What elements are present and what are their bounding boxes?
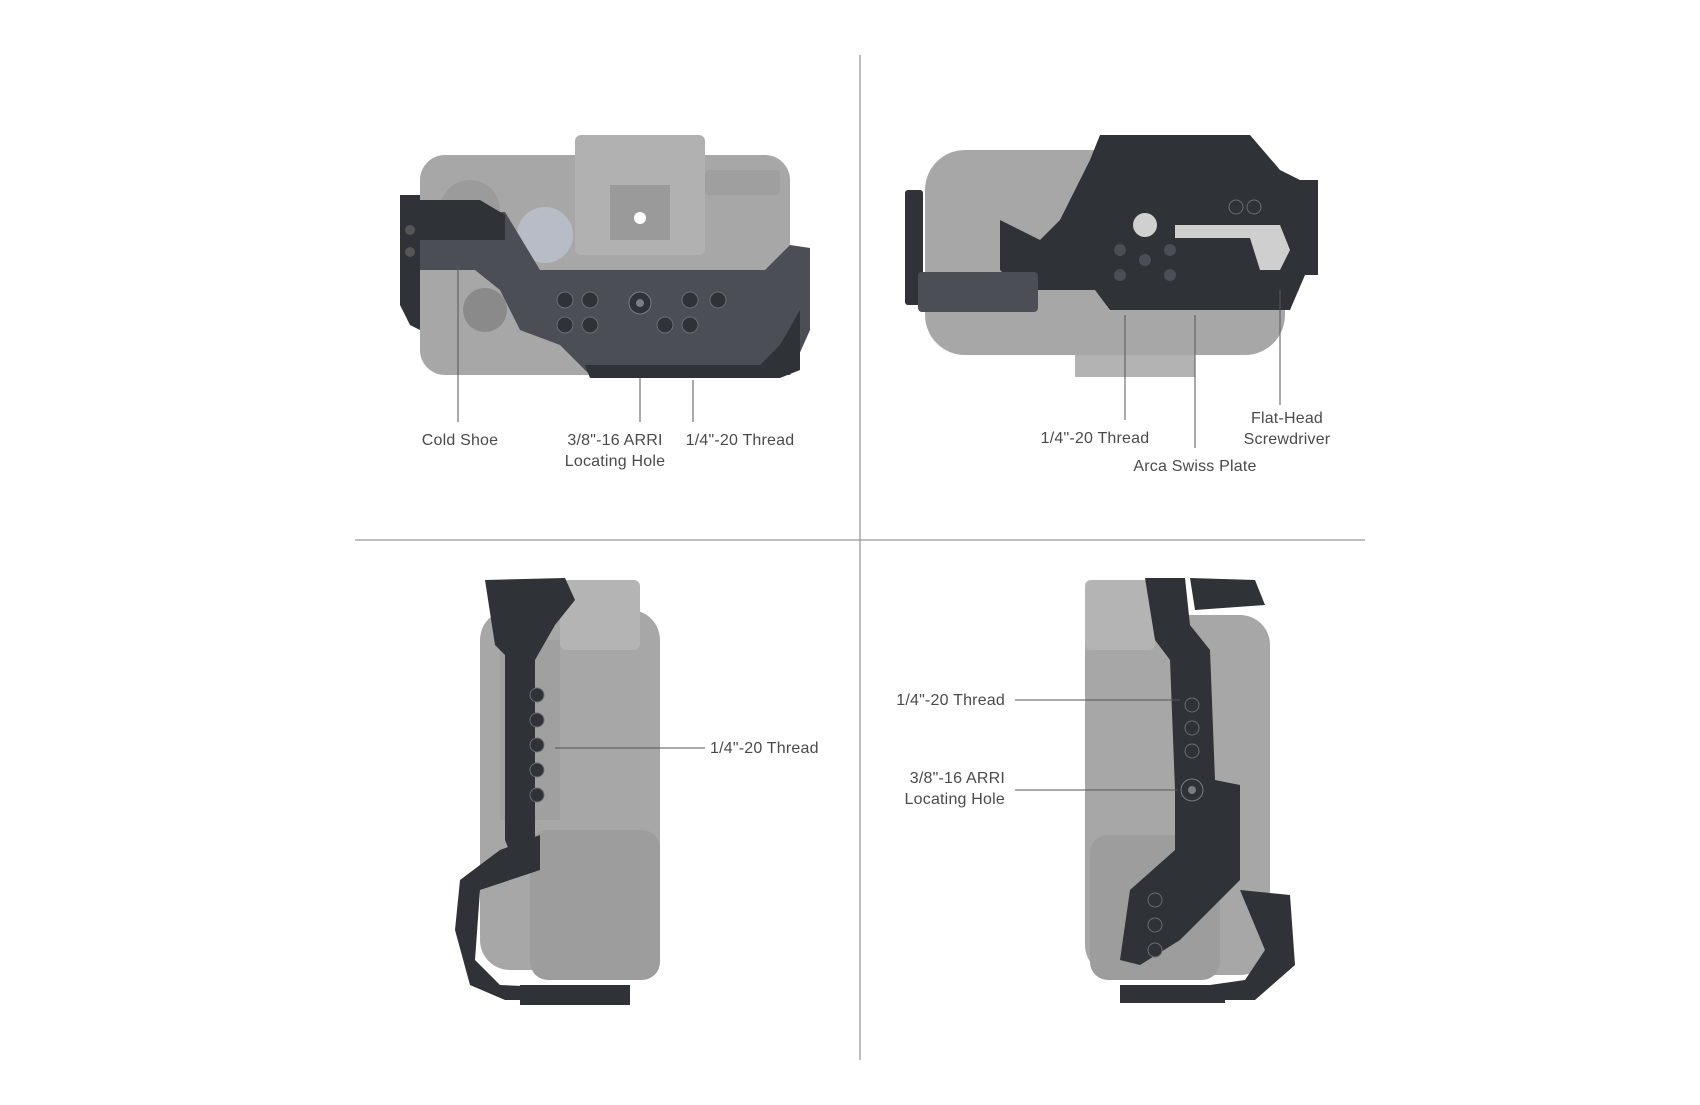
callout-cold-shoe: Cold Shoe — [421, 432, 499, 449]
callout-thread-bottom-right: 1/4"-20 Thread — [896, 692, 1005, 709]
callout-thread-bottom-left: 1/4"-20 Thread — [710, 740, 819, 757]
bottom-left-view — [455, 578, 705, 1005]
top-right-view — [905, 135, 1318, 448]
callout-flat-head-screwdriver: Flat-Head Screwdriver — [1243, 410, 1331, 448]
top-left-view — [400, 135, 810, 422]
bottom-right-view — [1015, 578, 1295, 1003]
bottom-left-cage — [455, 578, 630, 1005]
callout-arri-locating-hole-top: 3/8"-16 ARRI Locating Hole — [564, 432, 666, 470]
bottom-right-leader-lines — [1015, 699, 1180, 791]
top-left-cage — [400, 195, 810, 378]
top-left-leader-lines — [457, 265, 694, 422]
bottom-right-cage — [1120, 578, 1295, 1003]
top-right-cage — [905, 135, 1318, 312]
callout-thread-top-left: 1/4"-20 Thread — [685, 432, 795, 449]
top-right-leader-lines — [1124, 290, 1281, 448]
callout-thread-top-right: 1/4"-20 Thread — [1040, 430, 1150, 447]
callout-arca-swiss-plate: Arca Swiss Plate — [1133, 458, 1257, 475]
callout-arri-locating-hole-bottom: 3/8"-16 ARRI Locating Hole — [904, 770, 1005, 808]
